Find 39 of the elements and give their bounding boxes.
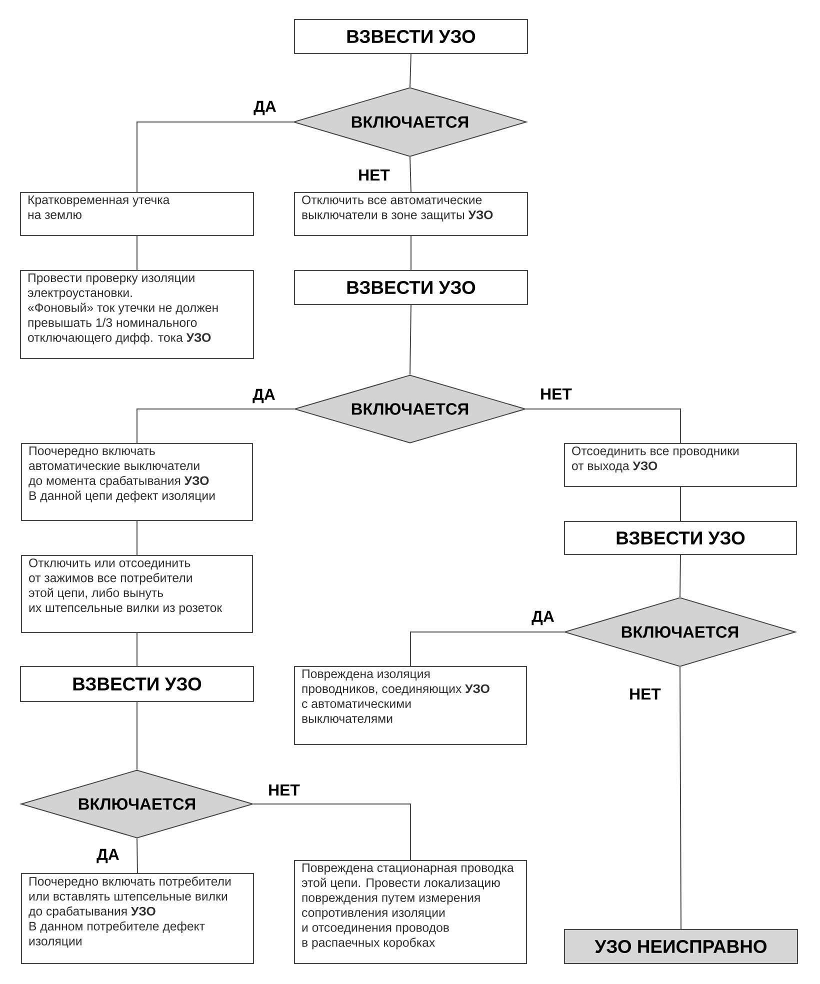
edge-label: ДА: [530, 610, 556, 626]
result-box: УЗО НЕИСПРАВНО: [564, 929, 798, 964]
edge-label: НЕТ: [357, 168, 391, 182]
connector-line: [410, 54, 412, 88]
connector-line: [680, 666, 682, 930]
connector-line: [136, 702, 138, 770]
step-box: ВЗВЕСТИ УЗО: [20, 666, 254, 702]
connector-line: [136, 408, 294, 444]
step-box: ВЗВЕСТИ УЗО: [294, 270, 528, 305]
process-box: Поочередно включать потребители или вставлять штепсельные вилки до срабатывания УЗО В данном потребителе дефект изоляции: [21, 873, 254, 964]
process-box: Повреждена стационарная проводка этой цепи. Провести локализацию повреждения путем измерения сопротивления изоляции и отсоединения проводов в распаечных коробках: [294, 860, 527, 964]
edge-label: ДА: [252, 100, 278, 116]
step-box: ВЗВЕСТИ УЗО: [564, 521, 797, 555]
connector-line: [410, 236, 412, 270]
process-box: Кратковременная утечка на землю: [20, 192, 254, 236]
connector-line: [136, 122, 294, 192]
process-box: Отключить или отсоединить от зажимов все потребители этой цепи, либо вынуть их штепсельные вилки из розеток: [21, 555, 253, 633]
connector-line: [680, 554, 681, 598]
connector-line: [410, 156, 412, 192]
connector-line: [136, 520, 138, 556]
connector-line: [136, 236, 138, 270]
edge-label: ДА: [252, 388, 276, 404]
step-box: ВЗВЕСТИ УЗО: [294, 19, 528, 54]
connector-line: [410, 304, 412, 375]
connector-line: [253, 804, 411, 860]
process-box: Поочередно включать автоматические выключатели до момента срабатывания УЗО В данной цепи дефект изоляции: [21, 443, 253, 521]
connector-line: [526, 408, 681, 444]
connector-line: [680, 486, 681, 522]
edge-label: НЕТ: [267, 784, 301, 796]
process-box: Повреждена изоляция проводников, соединяющих УЗО с автоматическими выключателями: [294, 666, 527, 745]
connector-line: [136, 632, 138, 666]
edge-label: НЕТ: [628, 688, 662, 700]
connector-line: [410, 632, 564, 666]
edge-label: ДА: [96, 848, 120, 864]
connector-line: [136, 838, 138, 874]
edge-label: НЕТ: [539, 388, 573, 400]
process-box: Отсоединить все проводники от выхода УЗО: [564, 443, 797, 487]
process-box: Отключить все автоматические выключатели в зоне защиты УЗО: [294, 192, 528, 236]
process-box: Провести проверку изоляции электроустановки. «Фоновый» ток утечки не должен превышать 1/3 номинального отключающего дифф. тока УЗО: [20, 270, 254, 359]
